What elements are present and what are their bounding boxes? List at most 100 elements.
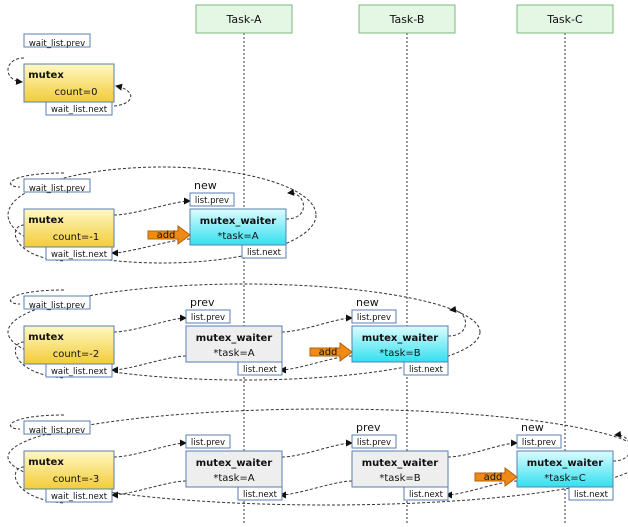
list-prev-label: list.prev bbox=[357, 313, 391, 323]
new-waiter-box bbox=[351, 325, 449, 363]
waiter-caption: new bbox=[521, 421, 544, 434]
waiter-box bbox=[185, 325, 283, 363]
forward-link bbox=[113, 314, 187, 333]
list-next-label: list.next bbox=[247, 248, 282, 258]
mutex-box bbox=[23, 208, 115, 248]
wait-list-prev-box bbox=[23, 420, 91, 435]
add-label: add bbox=[157, 230, 176, 241]
mutex-box bbox=[23, 450, 115, 490]
add-arrow-icon bbox=[474, 467, 518, 487]
wait-list-next-label: wait_list.next bbox=[51, 105, 108, 115]
waiter-task: *task=C bbox=[544, 473, 585, 484]
mutex-title: mutex bbox=[28, 457, 64, 468]
list-prev-box bbox=[351, 434, 397, 449]
forward-link bbox=[113, 197, 191, 216]
wait-list-prev-label: wait_list.prev bbox=[29, 184, 85, 194]
waiter-task: *task=B bbox=[379, 473, 420, 484]
backward-link bbox=[111, 355, 187, 374]
waiter-title: mutex_waiter bbox=[527, 458, 604, 469]
add-arrow-icon bbox=[147, 225, 191, 245]
list-prev-box bbox=[185, 434, 231, 449]
wait-list-prev-box bbox=[23, 33, 91, 48]
list-next-box bbox=[403, 361, 449, 376]
mutex-title: mutex bbox=[28, 332, 64, 343]
wait-list-next-label: wait_list.next bbox=[51, 492, 108, 502]
wait-list-next-label: wait_list.next bbox=[51, 250, 108, 260]
forward-link bbox=[447, 439, 518, 458]
scenario-4: nextwait_list.prevmutexcount=-3wait_list… bbox=[23, 420, 614, 503]
list-prev-label: list.prev bbox=[191, 438, 225, 448]
list-next-box bbox=[237, 361, 283, 376]
mutex-wrap-link bbox=[14, 341, 65, 379]
new-waiter-box bbox=[189, 208, 287, 246]
wait-list-prev-label: wait_list.prev bbox=[29, 39, 85, 49]
task-header bbox=[195, 4, 293, 34]
scenario-1: nextwait_list.prevmutexcount=0wait_list.… bbox=[23, 33, 115, 116]
waiter-title: mutex_waiter bbox=[362, 333, 439, 344]
add-label: add bbox=[484, 472, 503, 483]
list-next-label: list.next bbox=[243, 490, 278, 500]
task-header-label: Task-B bbox=[389, 13, 425, 26]
wait-list-prev-box bbox=[23, 178, 91, 193]
circular-list-loop bbox=[7, 408, 628, 506]
task-header-label: Task-C bbox=[546, 13, 583, 26]
wait-list-next-box bbox=[45, 101, 113, 116]
forward-link bbox=[281, 439, 353, 458]
list-prev-label: list.prev bbox=[195, 196, 229, 206]
list-link-line bbox=[10, 289, 65, 305]
waiter-task: *task=B bbox=[379, 348, 420, 359]
task-header bbox=[516, 4, 614, 34]
mutex-box bbox=[23, 325, 115, 365]
waiter-node: prevlist.prevmutex_waiter*task=Blist.nex… bbox=[351, 421, 449, 501]
list-prev-label: list.prev bbox=[522, 438, 556, 448]
list-next-box bbox=[241, 244, 287, 259]
list-next-box bbox=[403, 486, 449, 501]
wait-list-next-box bbox=[45, 488, 113, 503]
mutex-count: count=0 bbox=[55, 87, 98, 98]
wait-list-next-box bbox=[45, 363, 113, 378]
add-arrow-icon bbox=[309, 342, 353, 362]
list-prev-box bbox=[351, 309, 397, 324]
list-next-label: list.next bbox=[243, 365, 278, 375]
next-loop-line bbox=[7, 57, 25, 85]
wait-list-prev-label: wait_list.prev bbox=[29, 426, 85, 436]
list-link-line bbox=[10, 172, 65, 188]
list-prev-label: list.prev bbox=[191, 313, 225, 323]
forward-link bbox=[113, 439, 187, 458]
backward-link bbox=[279, 480, 353, 499]
list-next-label: list.next bbox=[409, 490, 444, 500]
new-waiter-box bbox=[516, 450, 614, 488]
task-header-label: Task-A bbox=[226, 13, 262, 26]
list-prev-box bbox=[189, 192, 235, 207]
wrap-link bbox=[612, 430, 628, 462]
wait-list-prev-label: wait_list.prev bbox=[29, 301, 85, 311]
waiter-task: *task=A bbox=[213, 348, 254, 359]
list-next-box bbox=[568, 486, 614, 501]
wait-list-next-box bbox=[45, 246, 113, 261]
list-link-line bbox=[10, 414, 65, 430]
waiter-task: *task=A bbox=[213, 473, 254, 484]
prev-loop-line bbox=[113, 83, 132, 107]
list-next-label: list.next bbox=[574, 490, 609, 500]
waiter-title: mutex_waiter bbox=[362, 458, 439, 469]
wait-list-prev-box bbox=[23, 295, 91, 310]
mutex-title: mutex bbox=[28, 215, 64, 226]
list-prev-box bbox=[185, 309, 231, 324]
waiter-task: *task=A bbox=[217, 231, 258, 242]
mutex-box bbox=[23, 63, 115, 103]
waiter-caption: new bbox=[194, 179, 217, 192]
waiter-caption: new bbox=[356, 296, 379, 309]
mutex-count: count=-3 bbox=[53, 474, 100, 485]
scenario-3: nextwait_list.prevmutexcount=-2wait_list… bbox=[23, 295, 449, 378]
scenario-2: prev/nextwait_list.prevmutexcount=-1wait… bbox=[23, 178, 287, 261]
waiter-node: prevlist.prevmutex_waiter*task=Alist.nex… bbox=[185, 296, 283, 376]
list-prev-label: list.prev bbox=[357, 438, 391, 448]
backward-link bbox=[111, 480, 187, 499]
list-next-box bbox=[237, 486, 283, 501]
mutex-count: count=-1 bbox=[53, 232, 100, 243]
wait-list-next-label: wait_list.next bbox=[51, 367, 108, 377]
